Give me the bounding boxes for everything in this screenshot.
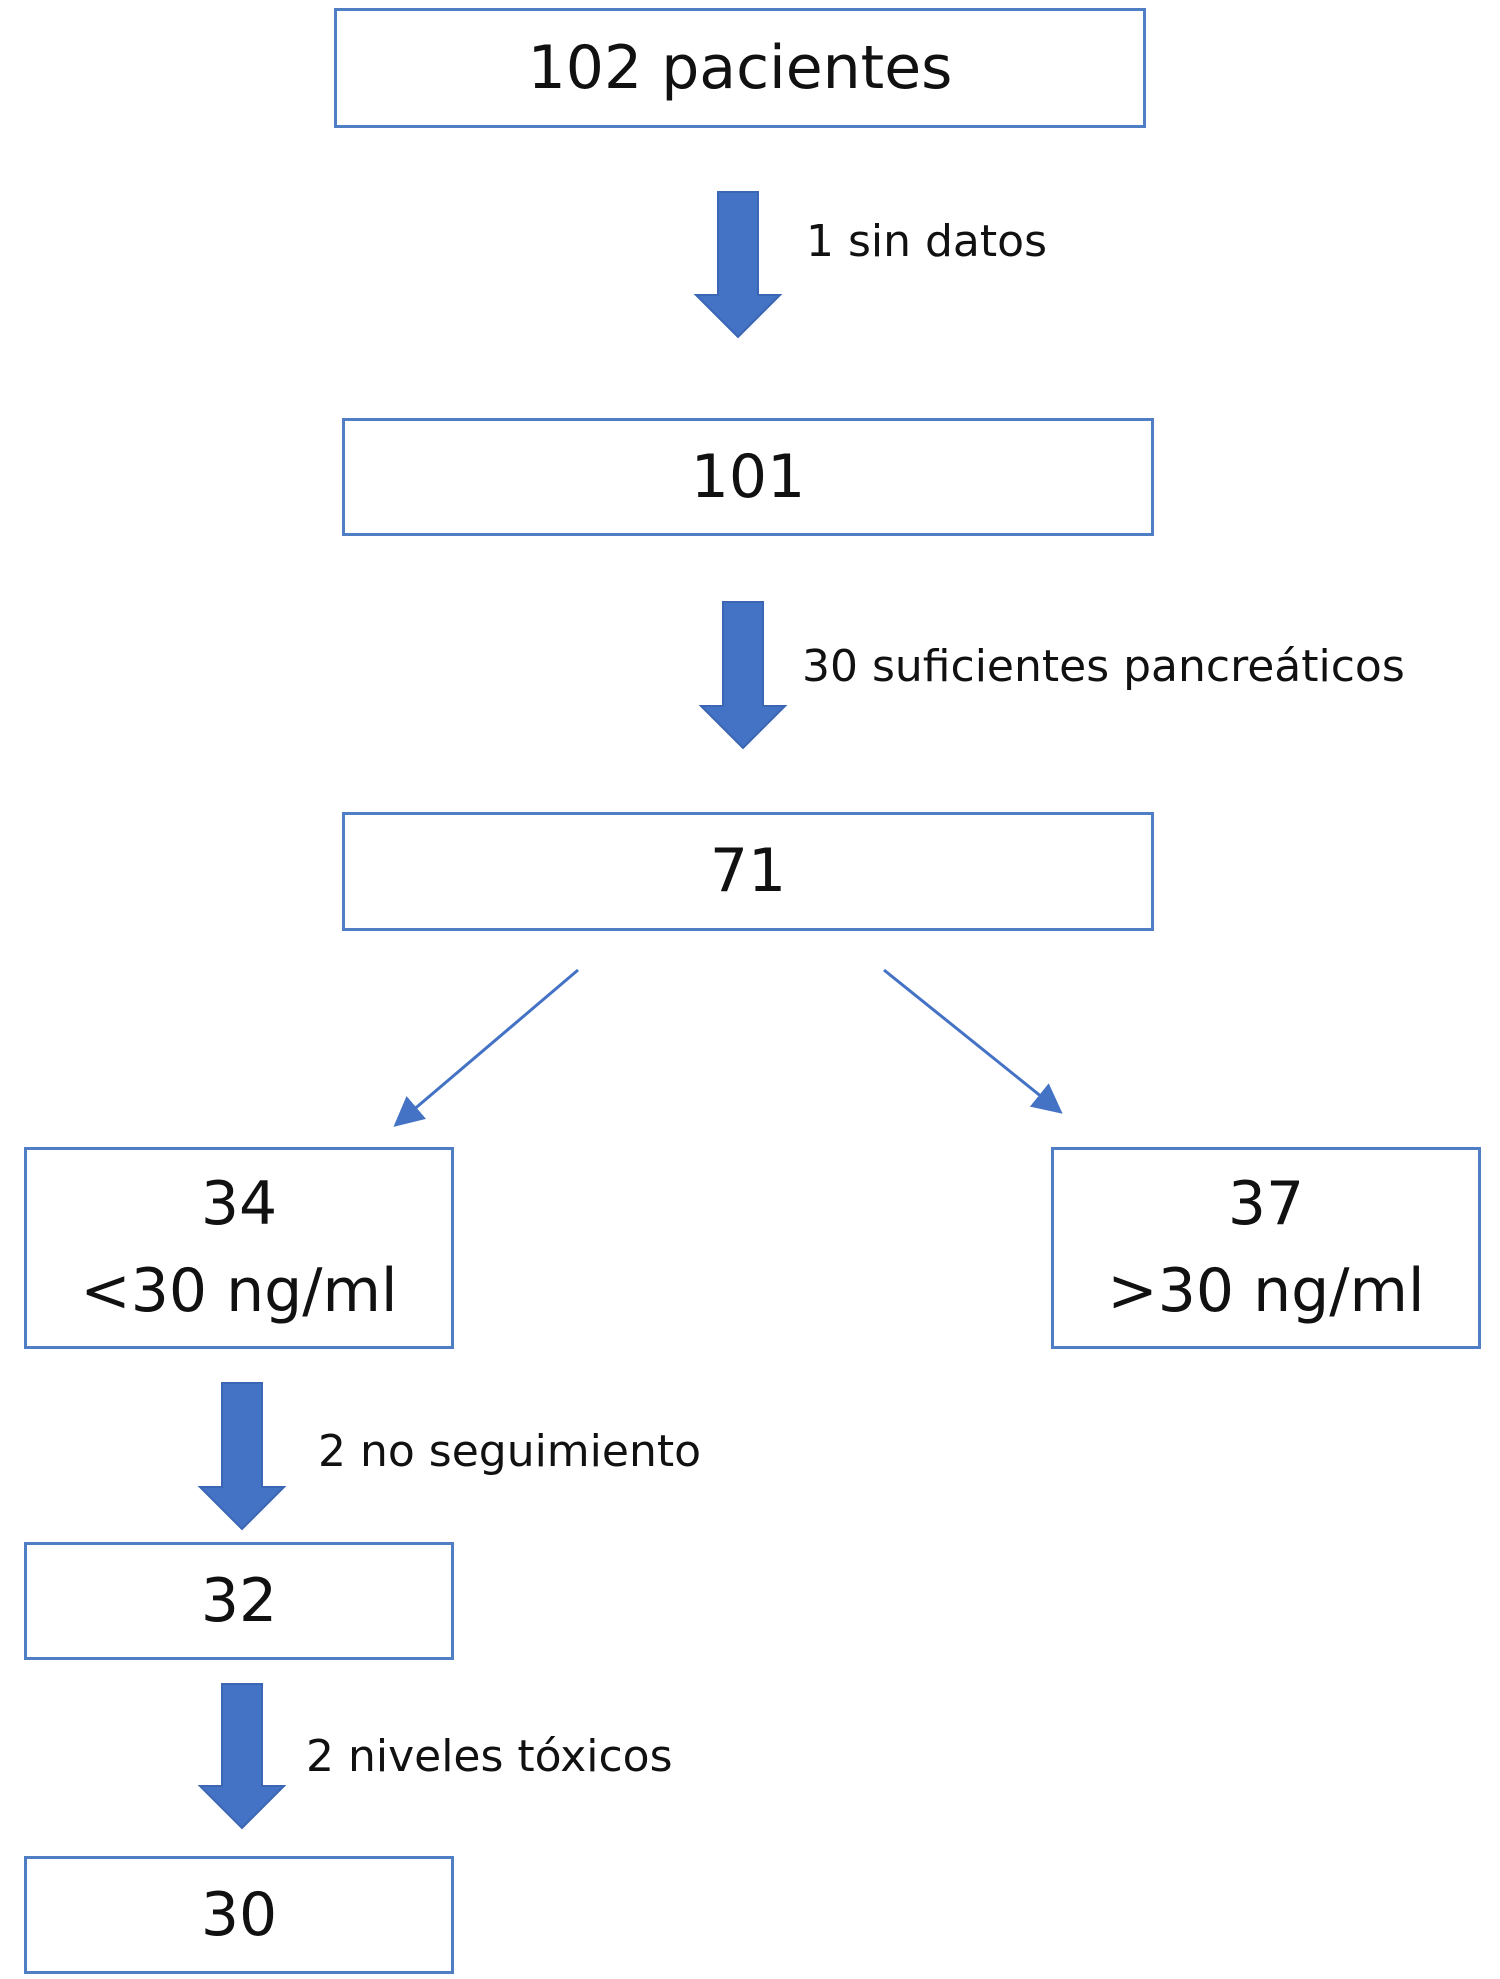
step-label-missing: 1 sin datos (806, 216, 1047, 267)
node-followed: 32 (24, 1542, 454, 1660)
block-arrow-missing (693, 191, 783, 339)
block-arrow-toxic (197, 1683, 287, 1830)
node-high-criterion: >30 ng/ml (1107, 1256, 1425, 1326)
node-followed-label: 32 (200, 1565, 278, 1636)
node-final-label: 30 (200, 1879, 278, 1950)
node-low-count: 34 (200, 1169, 278, 1239)
node-insufficient-label: 71 (709, 836, 787, 906)
node-total-patients: 102 pacientes (334, 8, 1146, 128)
split-arrow-low (393, 968, 579, 1127)
node-low-level: 34 <30 ng/ml (24, 1147, 454, 1349)
step-label-toxic: 2 niveles tóxicos (306, 1731, 673, 1782)
node-total-label: 102 pacientes (527, 32, 953, 103)
split-arrow-high (883, 968, 1063, 1114)
node-after-missing: 101 (342, 418, 1154, 536)
node-high-level: 37 >30 ng/ml (1051, 1147, 1481, 1349)
node-final: 30 (24, 1856, 454, 1974)
node-high-count: 37 (1227, 1169, 1305, 1239)
block-arrow-sufficient (698, 601, 788, 750)
block-arrow-no-follow (197, 1382, 287, 1531)
node-insufficient: 71 (342, 812, 1154, 931)
node-after-missing-label: 101 (690, 441, 806, 512)
step-label-no-follow: 2 no seguimiento (318, 1426, 702, 1477)
node-low-criterion: <30 ng/ml (80, 1256, 398, 1326)
step-label-sufficient: 30 suficientes pancreáticos (802, 641, 1405, 692)
